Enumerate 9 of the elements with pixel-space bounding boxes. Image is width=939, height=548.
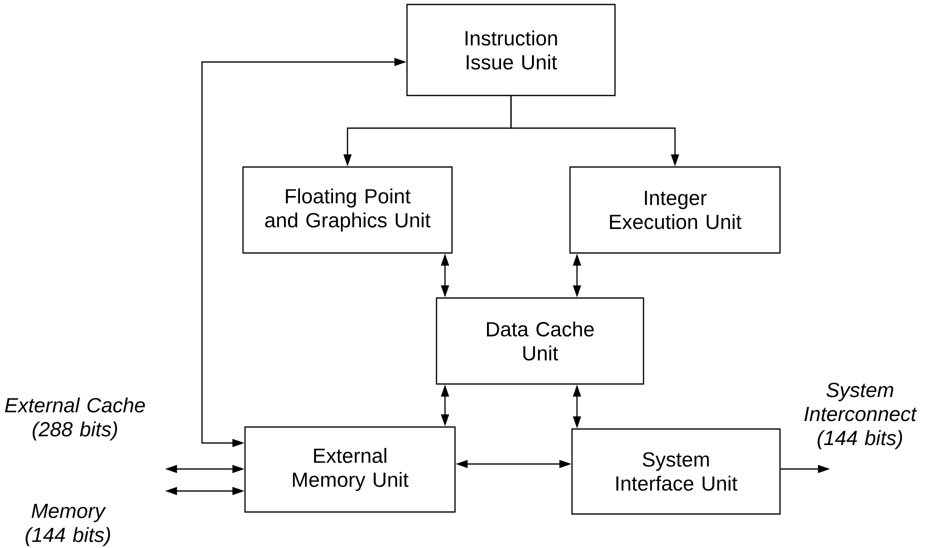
process-box: Floating Point and Graphics Unit (242, 166, 453, 254)
edge-label: System Interconnect (144 bits) (804, 382, 918, 450)
process-box: Data Cache Unit (436, 297, 644, 385)
edge-label: Memory (144 bits) (26, 504, 110, 546)
edge-label: External Cache (288 bits) (5, 397, 145, 441)
process-box: Integer Execution Unit (569, 166, 781, 254)
process-box: System Interface Unit (571, 428, 781, 515)
process-box: Instruction Issue Unit (406, 4, 616, 96)
process-box: External Memory Unit (244, 426, 456, 513)
